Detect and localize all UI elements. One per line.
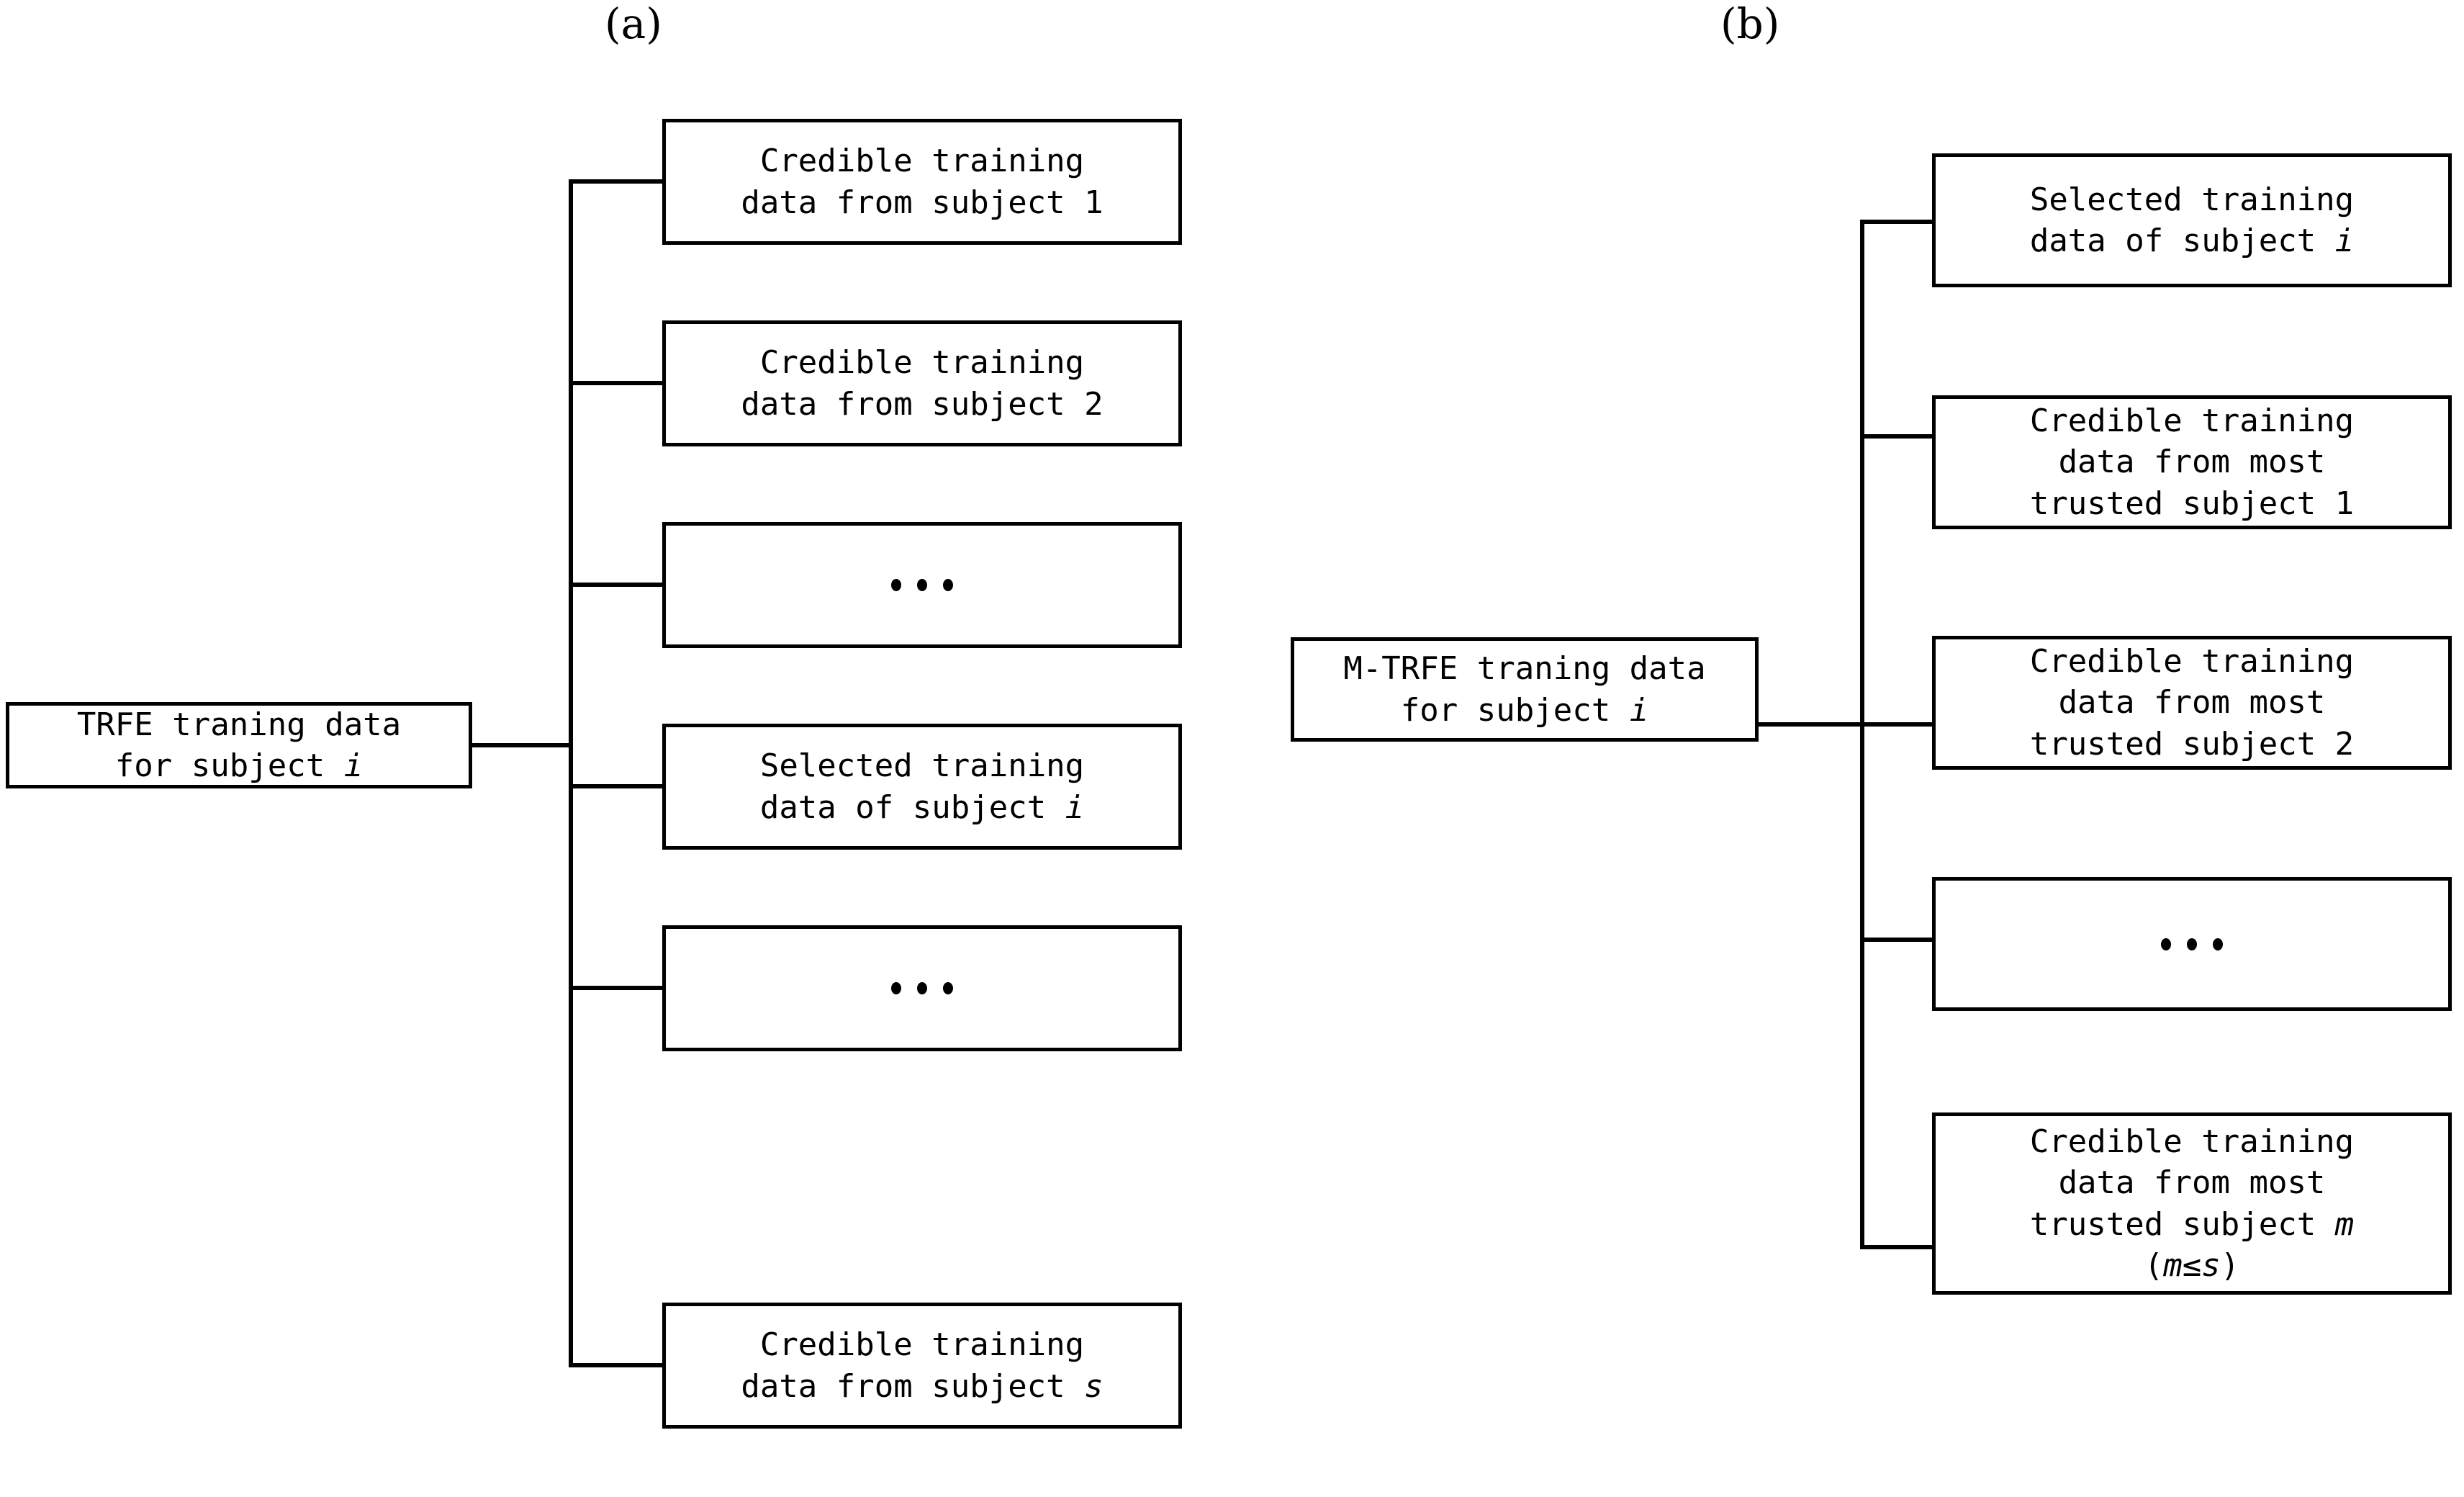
node-line: data from subject s	[741, 1367, 1104, 1405]
node-a-child-1: Credible training data from subject 1	[662, 119, 1182, 245]
wire-root-a-horizontal	[472, 743, 573, 747]
wire-stub-a-4	[569, 784, 667, 788]
node-line: data from subject 1	[741, 184, 1104, 221]
node-line: data from most	[2058, 684, 2326, 721]
node-b-child-3: Credible training data from most trusted…	[1932, 636, 2452, 770]
node-line: trusted subject 2	[2029, 725, 2355, 763]
wire-trunk-b	[1860, 220, 1864, 1249]
node-line: trusted subject 1	[2029, 485, 2355, 522]
node-b-child-4-ellipsis	[1932, 877, 2452, 1011]
node-line: TRFE traning data	[76, 706, 402, 743]
wire-stub-a-6	[569, 1363, 667, 1367]
node-a-child-4: Selected training data of subject i	[662, 724, 1182, 850]
node-line: for subject i	[1400, 691, 1649, 729]
node-line: Selected training	[2029, 181, 2355, 218]
wire-root-b-horizontal	[1759, 722, 1864, 727]
node-a-child-2: Credible training data from subject 2	[662, 320, 1182, 446]
node-b-child-5: Credible training data from most trusted…	[1932, 1112, 2452, 1295]
ellipsis-icon	[891, 579, 953, 591]
node-trfe-training-data-root: TRFE traning data for subject i	[6, 702, 472, 788]
wire-stub-a-1	[569, 179, 667, 184]
node-line: for subject i	[114, 747, 364, 784]
node-line: Credible training	[2029, 403, 2355, 440]
wire-stub-a-3	[569, 583, 667, 587]
panel-caption-a: (a)	[605, 0, 662, 48]
node-a-child-5-ellipsis	[662, 925, 1182, 1051]
node-line: Credible training	[759, 1326, 1085, 1364]
node-line-constraint: (m≤s)	[2144, 1246, 2240, 1284]
node-a-child-3-ellipsis	[662, 522, 1182, 648]
ellipsis-icon	[2161, 938, 2223, 950]
node-line: data from most	[2058, 1164, 2326, 1202]
node-line: Credible training	[759, 344, 1085, 382]
wire-stub-b-3	[1860, 722, 1936, 727]
node-line: M-TRFE traning data	[1343, 650, 1706, 688]
wire-stub-b-4	[1860, 938, 1936, 942]
node-line: Selected training	[759, 747, 1085, 785]
node-line: data of subject i	[759, 788, 1085, 826]
wire-trunk-a	[569, 179, 573, 1367]
node-b-child-1: Selected training data of subject i	[1932, 153, 2452, 287]
node-line: data from most	[2058, 444, 2326, 481]
wire-stub-b-2	[1860, 434, 1936, 439]
node-m-trfe-training-data-root: M-TRFE traning data for subject i	[1291, 637, 1759, 742]
node-line: data of subject i	[2029, 222, 2355, 259]
panel-caption-b: (b)	[1720, 0, 1780, 48]
node-a-child-6: Credible training data from subject s	[662, 1303, 1182, 1429]
node-line: Credible training	[2029, 643, 2355, 680]
node-line: Credible training	[759, 143, 1085, 180]
node-line: trusted subject m	[2029, 1205, 2355, 1243]
node-line: Credible training	[2029, 1123, 2355, 1161]
wire-stub-a-2	[569, 381, 667, 385]
node-line: data from subject 2	[741, 385, 1104, 423]
wire-stub-b-5	[1860, 1245, 1936, 1249]
wire-stub-a-5	[569, 986, 667, 990]
node-b-child-2: Credible training data from most trusted…	[1932, 395, 2452, 529]
ellipsis-icon	[891, 982, 953, 994]
wire-stub-b-1	[1860, 220, 1936, 224]
